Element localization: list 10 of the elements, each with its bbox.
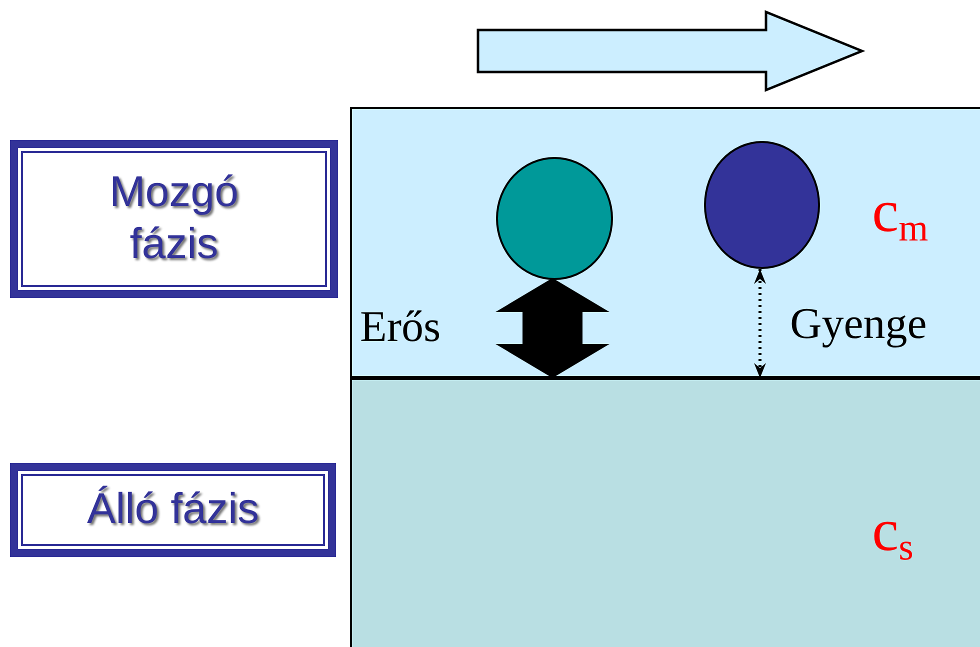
concentration-symbol: c$_{s}$: [872, 500, 914, 566]
dotted-double-arrow: [754, 269, 766, 378]
phase-name: Mozgó fázis: [108, 167, 240, 270]
phase-layer: [350, 107, 980, 378]
concentration-symbol: c$_{m}$: [872, 181, 928, 248]
phase-layer: [350, 378, 980, 647]
phase-name: Álló fázis: [86, 484, 260, 536]
phase-label-frame: [10, 463, 336, 557]
thick-double-arrow: [496, 278, 610, 378]
phase-label-frame: [10, 140, 338, 298]
